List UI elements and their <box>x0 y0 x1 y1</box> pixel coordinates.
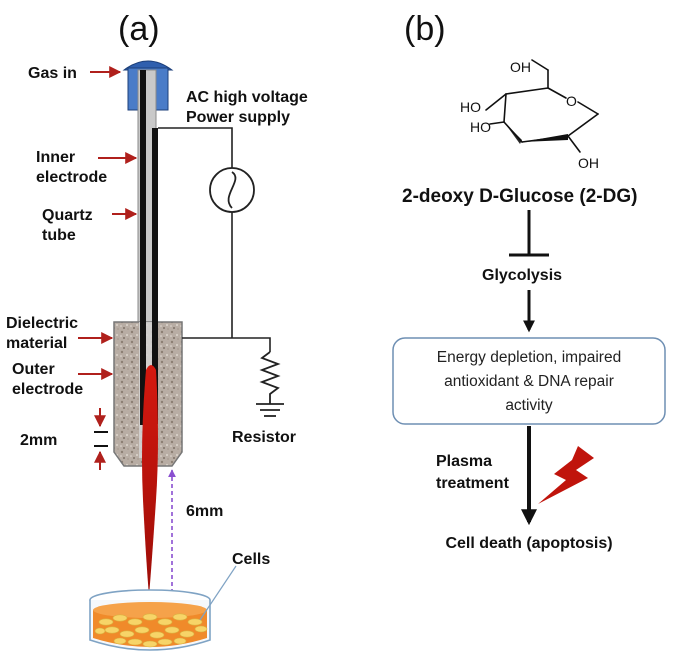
atom-ho-left-lower: HO <box>470 119 491 135</box>
inhibition-arrow <box>509 210 549 257</box>
cells-label: Cells <box>232 551 270 568</box>
resistor-icon <box>259 351 281 404</box>
plasma-jet <box>142 365 158 596</box>
power-supply-label-line2: Power supply <box>186 109 290 126</box>
resistor-label: Resistor <box>232 429 296 446</box>
distance-label: 6mm <box>186 503 223 520</box>
dielectric-label-line1: Dielectric <box>6 315 78 332</box>
ac-source-icon <box>209 167 255 213</box>
atom-oh-top: OH <box>510 59 531 75</box>
effect-box <box>392 337 666 425</box>
inner-electrode-label-line2: electrode <box>36 169 107 186</box>
circuit-wiring <box>158 127 271 352</box>
ground-icon <box>256 403 284 417</box>
panel-b-label: (b) <box>404 10 446 48</box>
lightning-icon <box>538 446 594 504</box>
quartz-tube-label-line1: Quartz <box>42 207 93 224</box>
outcome-label: Cell death (apoptosis) <box>445 535 612 552</box>
quartz-tube-label-line2: tube <box>42 227 76 244</box>
power-supply-label-line1: AC high voltage <box>186 89 308 106</box>
molecule-wedge-bonds <box>504 122 568 144</box>
cells-leader-line <box>199 565 237 621</box>
effect-box-line3: activity <box>505 397 553 414</box>
gap-bracket <box>94 431 108 447</box>
inner-electrode <box>140 70 146 425</box>
plasma-label-line1: Plasma <box>436 453 492 470</box>
atom-oh-bottom: OH <box>578 155 599 171</box>
panel-a-label: (a) <box>118 10 160 48</box>
gas-in-label: Gas in <box>28 65 77 82</box>
gap-label: 2mm <box>20 432 57 449</box>
outer-electrode-label-line1: Outer <box>12 361 55 378</box>
plasma-label-line2: treatment <box>436 475 510 492</box>
inner-electrode-secondary <box>152 128 158 424</box>
cells <box>94 613 208 648</box>
effect-box-line2: antioxidant & DNA repair <box>444 373 614 390</box>
dielectric-label-line2: material <box>6 335 67 352</box>
molecule-structure <box>485 59 599 153</box>
outer-electrode-label-line2: electrode <box>12 381 83 398</box>
compound-label: 2-deoxy D-Glucose (2-DG) <box>402 186 637 207</box>
effect-box-line1: Energy depletion, impaired <box>437 349 621 366</box>
atom-ho-left-upper: HO <box>460 99 481 115</box>
label-arrows <box>78 66 138 470</box>
atom-ring-o: O <box>566 93 577 109</box>
inner-electrode-label-line1: Inner <box>36 149 75 166</box>
glycolysis-label: Glycolysis <box>482 267 562 284</box>
